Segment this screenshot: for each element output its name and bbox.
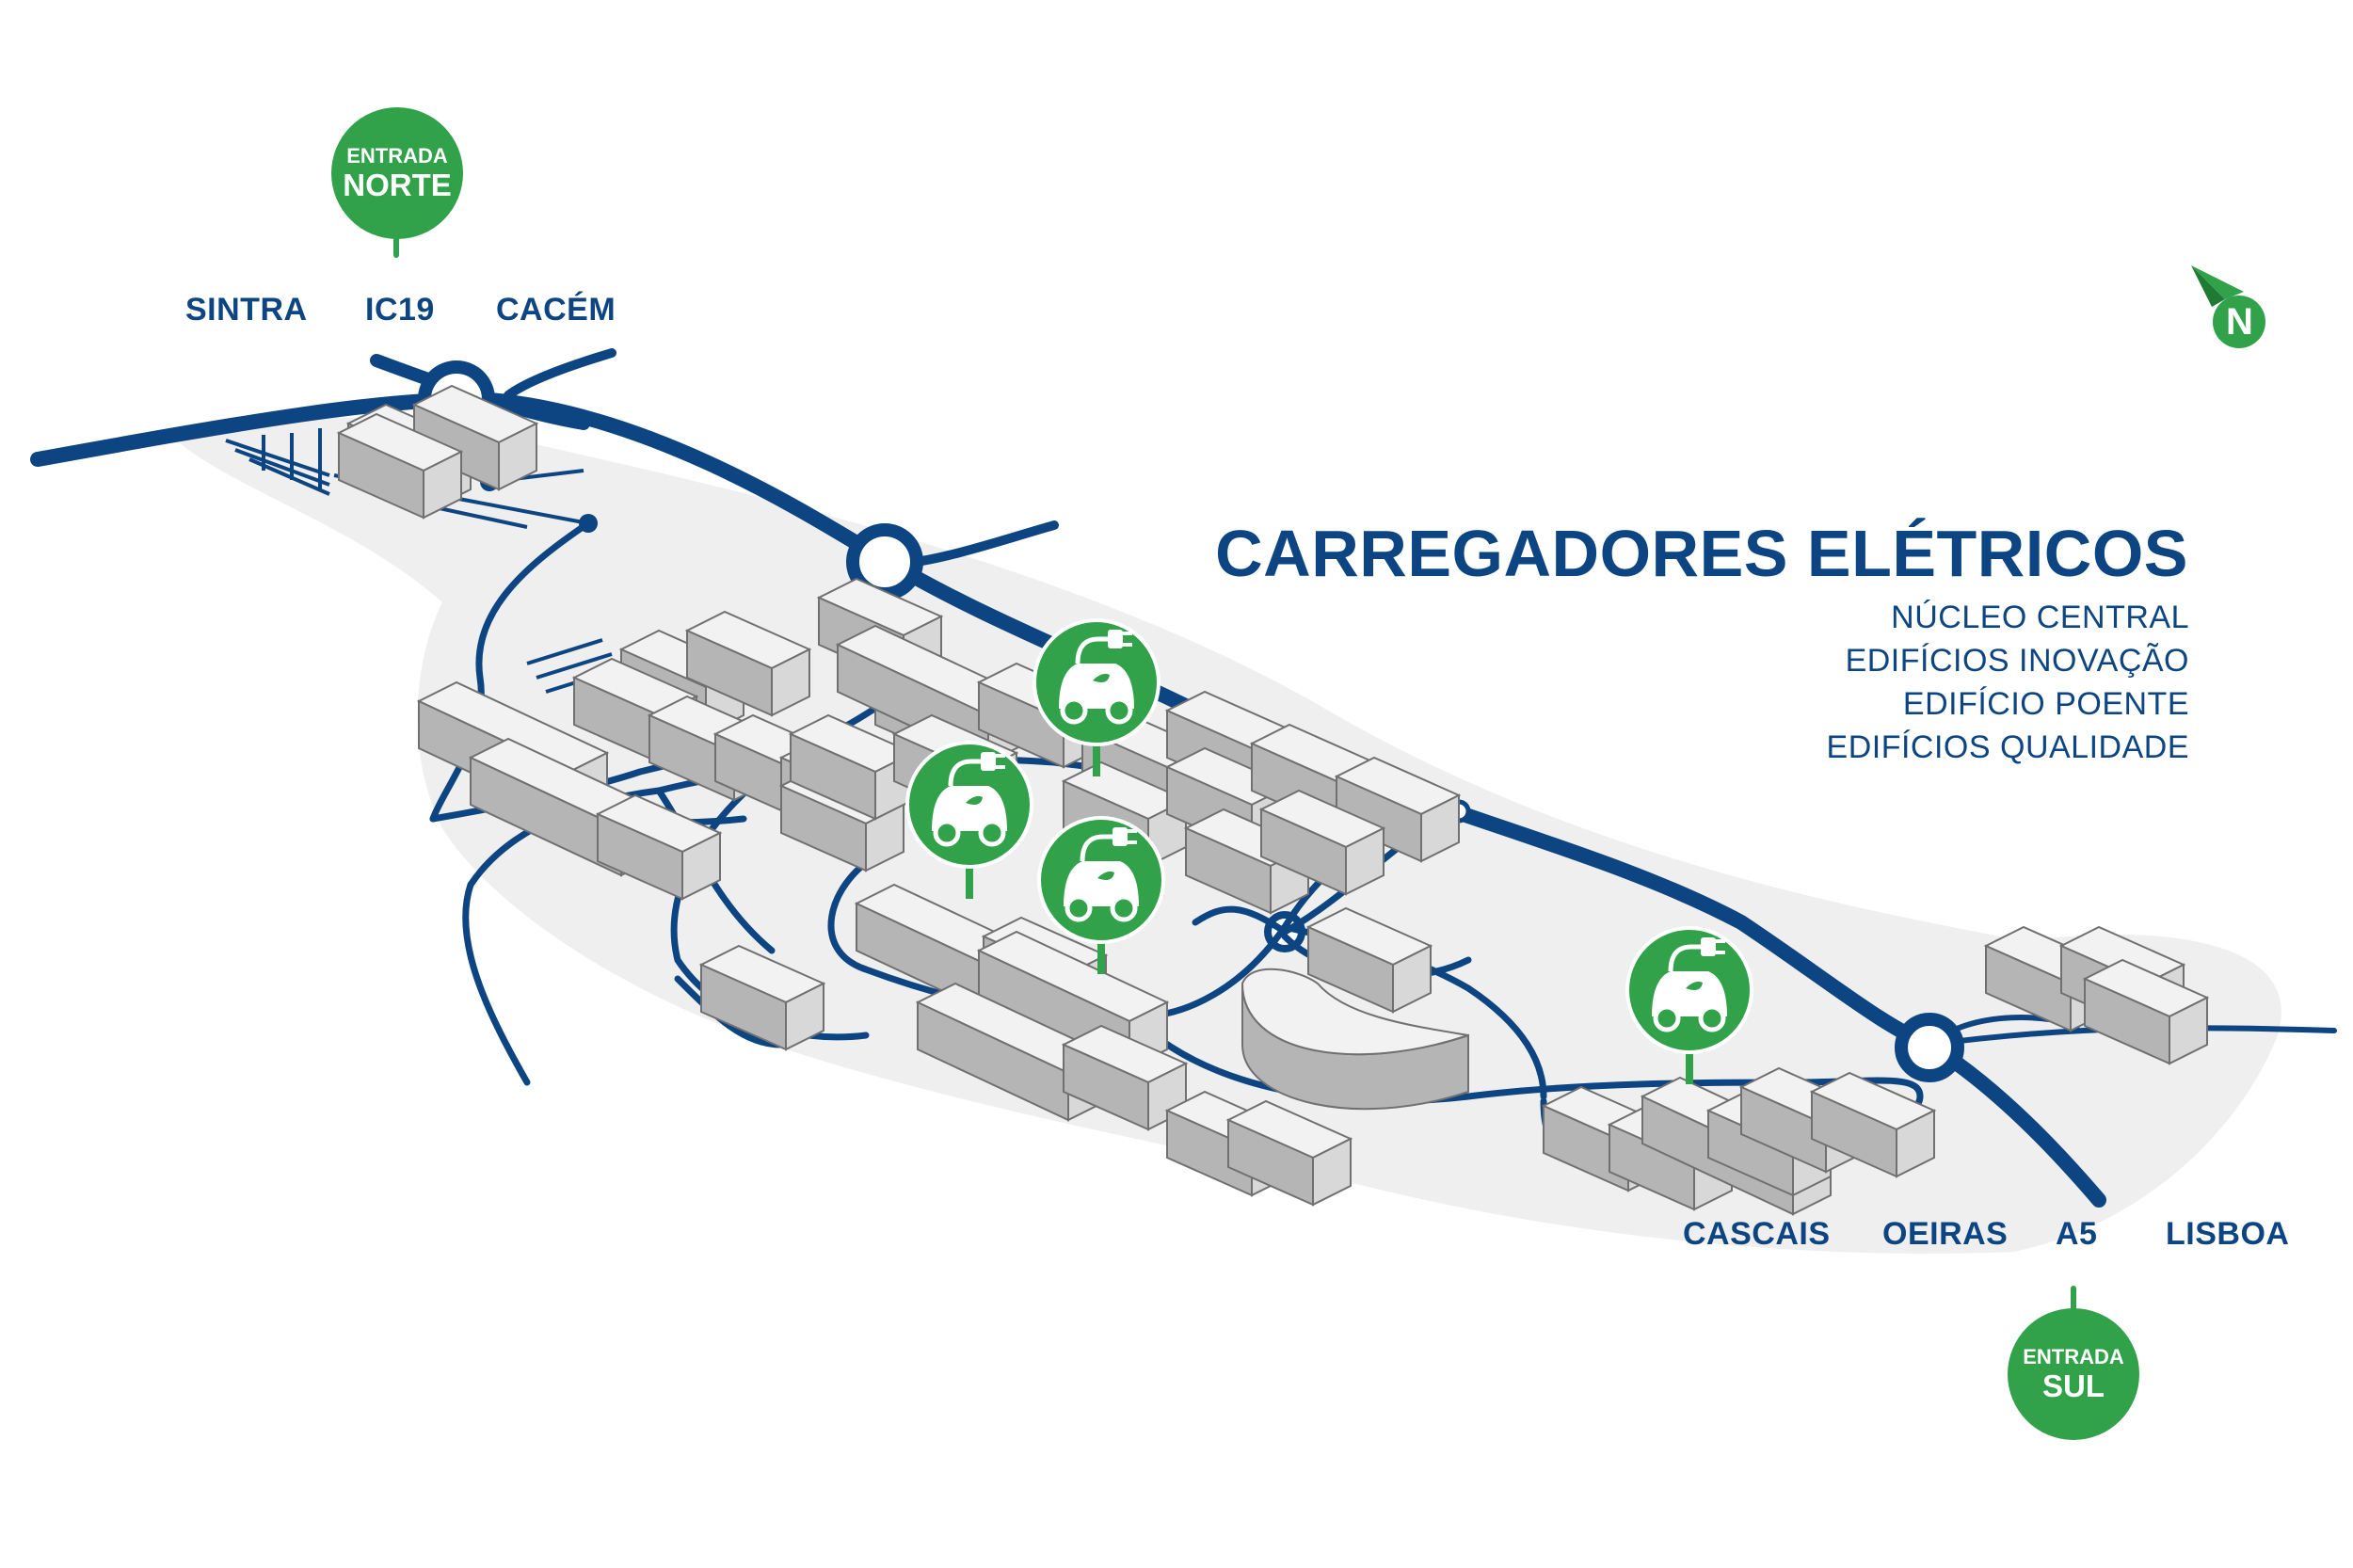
destination-sintra: SINTRA (185, 292, 308, 328)
zone-edificios-inovacao: EDIFÍCIOS INOVAÇÃO (1845, 643, 2189, 679)
destination-a5: A5 (2056, 1216, 2098, 1252)
north-arrow-letter: N (2226, 301, 2254, 343)
zone-edificios-qualidade: EDIFÍCIOS QUALIDADE (1826, 729, 2189, 765)
destination-cascais: CASCAIS (1683, 1216, 1831, 1252)
entrance-south-line1: ENTRADA (2023, 1345, 2124, 1368)
zone-list: NÚCLEO CENTRAL EDIFÍCIOS INOVAÇÃO EDIFÍC… (1827, 596, 2189, 769)
entrance-north-line1: ENTRADA (346, 144, 448, 168)
entrance-south-line2: SUL (2042, 1368, 2105, 1403)
entrance-north-badge[interactable]: ENTRADA NORTE (331, 107, 463, 239)
entrance-south-badge[interactable]: ENTRADA SUL (2008, 1308, 2139, 1440)
zone-edificio-poente: EDIFÍCIO POENTE (1902, 686, 2189, 722)
entrance-north-stem (393, 233, 399, 258)
map-title: CARREGADORES ELÉTRICOS (1215, 517, 2188, 590)
entrance-south-stem (2071, 1286, 2076, 1312)
destination-lisboa: LISBOA (2166, 1216, 2290, 1252)
destination-cacem: CACÉM (496, 292, 616, 328)
entrance-north-line2: NORTE (343, 168, 452, 202)
destination-ic19: IC19 (365, 292, 435, 328)
zone-nucleo-central: NÚCLEO CENTRAL (1891, 600, 2189, 635)
north-arrow-icon (2191, 265, 2265, 348)
destination-oeiras: OEIRAS (1882, 1216, 2009, 1252)
